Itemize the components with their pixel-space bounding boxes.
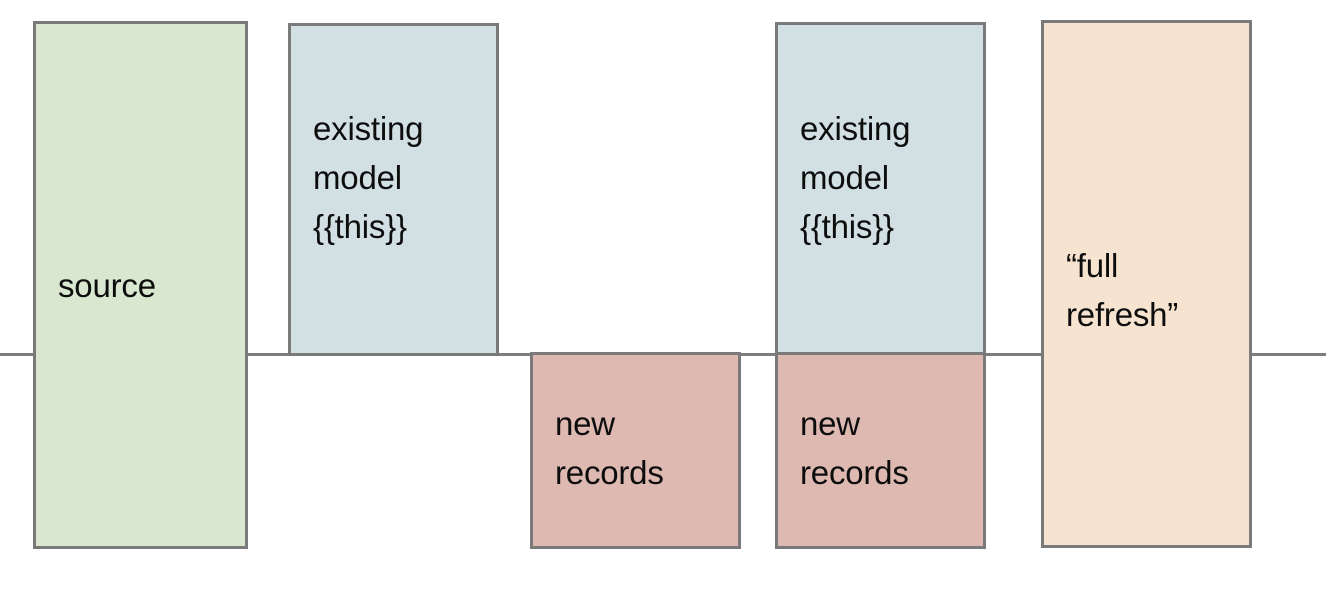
box-existing-model-1-label: existing model {{this}}	[313, 110, 424, 245]
box-full-refresh-label: “full refresh”	[1066, 247, 1179, 333]
box-new-records-1-label: new records	[555, 405, 664, 491]
box-existing-model-2[interactable]: existing model {{this}}	[775, 22, 986, 356]
box-existing-model-1[interactable]: existing model {{this}}	[288, 23, 499, 356]
box-new-records-2[interactable]: new records	[775, 352, 986, 549]
box-existing-model-2-label: existing model {{this}}	[800, 110, 911, 245]
box-source[interactable]: source	[33, 21, 248, 549]
box-source-label: source	[58, 266, 156, 304]
box-new-records-2-label: new records	[800, 405, 909, 491]
box-full-refresh[interactable]: “full refresh”	[1041, 20, 1252, 548]
box-new-records-1[interactable]: new records	[530, 352, 741, 549]
